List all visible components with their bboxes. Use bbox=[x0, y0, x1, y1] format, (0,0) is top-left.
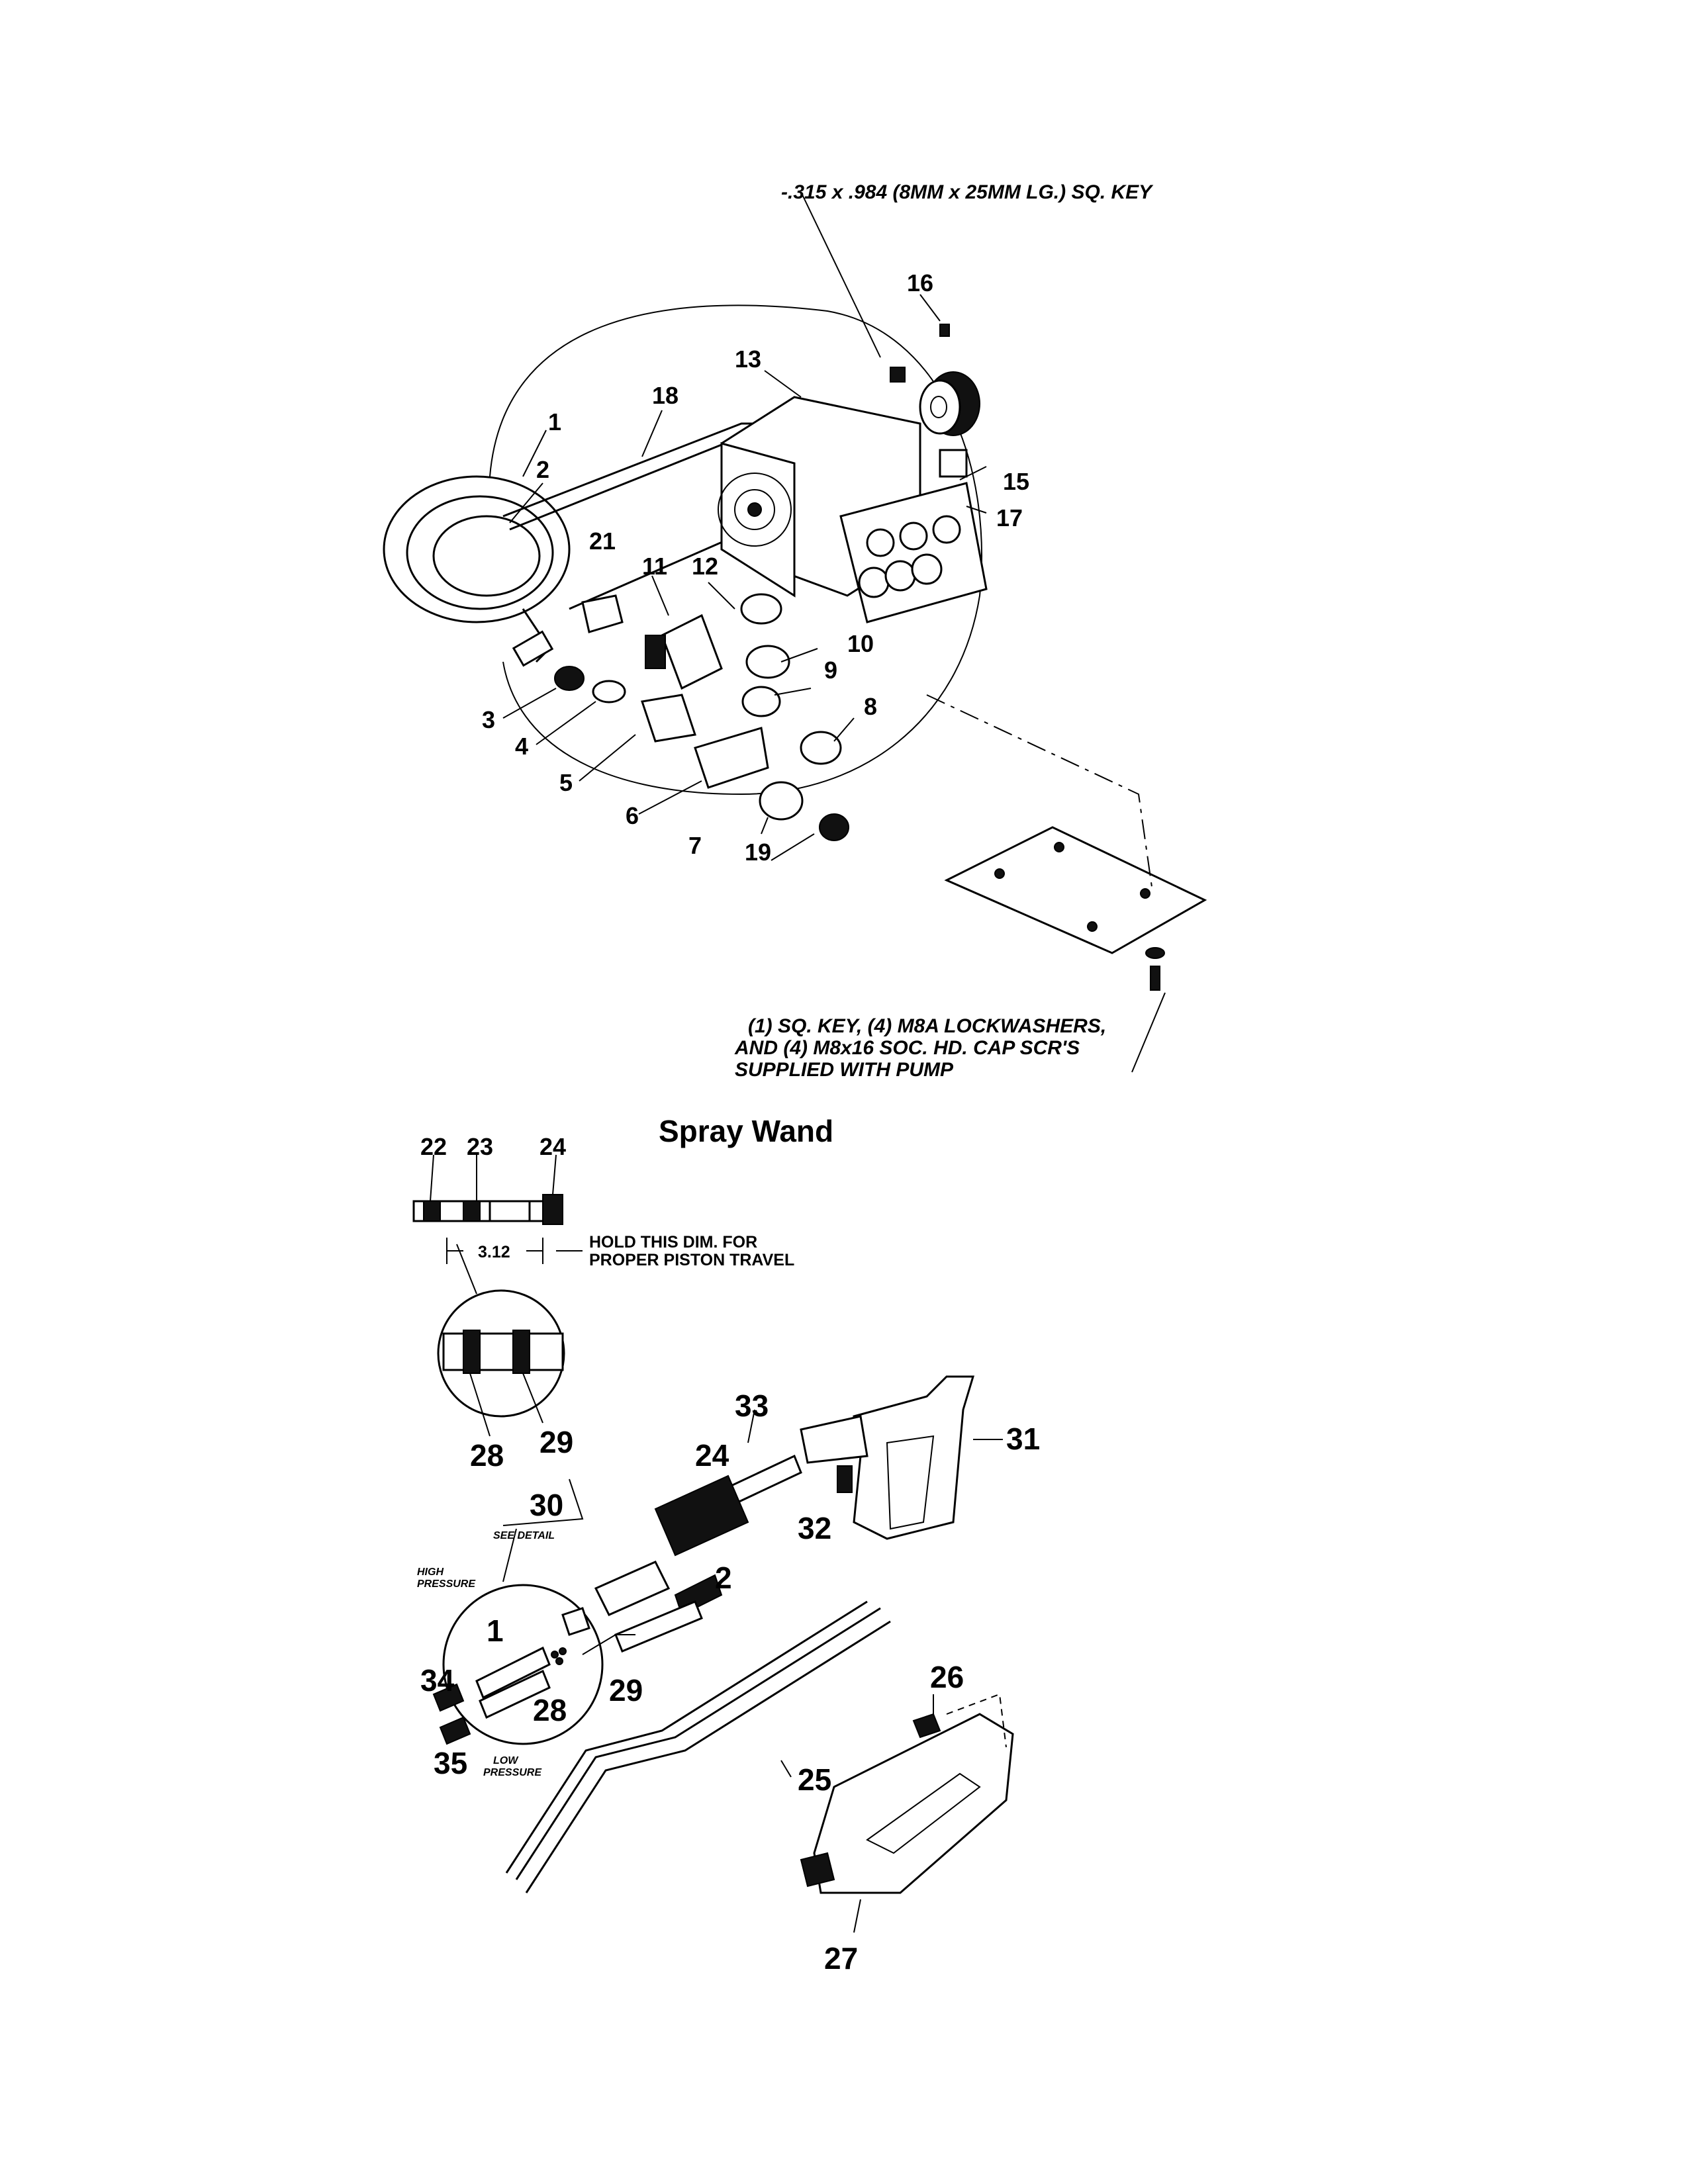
callout-28-detail: 28 bbox=[470, 1438, 504, 1473]
callout-29-detail: 29 bbox=[539, 1425, 573, 1459]
nozzle-detail: 30 SEE DETAIL HIGH PRESSURE LOW PRESSURE… bbox=[417, 1479, 643, 1780]
hose-coil bbox=[383, 475, 571, 667]
callout-1: 1 bbox=[548, 408, 561, 435]
pump-leaders bbox=[502, 191, 1166, 1073]
spray-wand-title: Spray Wand bbox=[659, 1114, 833, 1148]
square-key-note: -.315 x .984 (8MM x 25MM LG.) SQ. KEY bbox=[781, 181, 1154, 203]
dimension-note-line1: HOLD THIS DIM. FOR bbox=[589, 1233, 757, 1251]
square-key bbox=[890, 367, 906, 383]
callout-24: 24 bbox=[695, 1438, 729, 1473]
svg-text:AND (4) M8x16 SOC. HD. CAP SCR: AND (4) M8x16 SOC. HD. CAP SCR'S bbox=[734, 1037, 1080, 1059]
callout-7: 7 bbox=[688, 832, 702, 859]
set-screw bbox=[939, 324, 950, 337]
gun-handle: 31 32 bbox=[798, 1375, 1040, 1545]
callout-5: 5 bbox=[559, 769, 573, 796]
callout-33: 33 bbox=[735, 1388, 769, 1423]
callout-8: 8 bbox=[864, 693, 877, 720]
supplied-with-pump-note: (1) SQ. KEY, (4) M8A LOCKWASHERS, AND (4… bbox=[734, 1015, 1106, 1081]
callout-9: 9 bbox=[824, 657, 837, 684]
callout-17: 17 bbox=[996, 504, 1023, 531]
piston-detail-top: 22 23 24 3.12 HOLD THIS DIM. FOR PROPER … bbox=[412, 1133, 794, 1269]
callout-28: 28 bbox=[533, 1693, 567, 1727]
base-plate bbox=[926, 694, 1207, 991]
callout-21: 21 bbox=[589, 527, 616, 555]
callout-12: 12 bbox=[692, 553, 718, 580]
callout-27: 27 bbox=[824, 1941, 858, 1976]
dimension-note-line2: PROPER PISTON TRAVEL bbox=[589, 1251, 794, 1269]
callout-1-wand: 1 bbox=[487, 1614, 504, 1648]
svg-text:(1) SQ. KEY, (4) M8A LOCKWASHE: (1) SQ. KEY, (4) M8A LOCKWASHERS, bbox=[748, 1015, 1106, 1037]
callout-26: 26 bbox=[930, 1660, 964, 1694]
callout-15: 15 bbox=[1003, 468, 1029, 495]
callout-35: 35 bbox=[434, 1746, 467, 1780]
pump-body bbox=[718, 396, 988, 623]
low-pressure-line2: PRESSURE bbox=[483, 1767, 542, 1778]
callout-23: 23 bbox=[467, 1133, 493, 1160]
callout-22: 22 bbox=[420, 1133, 447, 1160]
callout-31: 31 bbox=[1006, 1422, 1040, 1456]
callout-34: 34 bbox=[420, 1663, 455, 1698]
callout-2-wand: 2 bbox=[715, 1561, 732, 1595]
dimension-value: 3.12 bbox=[478, 1243, 510, 1261]
high-pressure-line1: HIGH bbox=[417, 1567, 444, 1578]
pump-callouts: 1 2 3 4 5 6 7 8 9 10 11 12 13 15 16 17 1… bbox=[482, 269, 1029, 866]
callout-32: 32 bbox=[798, 1511, 831, 1545]
callout-19: 19 bbox=[745, 839, 771, 866]
seal-detail-circle: 28 29 bbox=[437, 1244, 573, 1473]
spray-wand-assembly: Spray Wand 22 23 24 3.12 HOLD THIS DIM. … bbox=[412, 1114, 1040, 1976]
callout-2: 2 bbox=[536, 456, 549, 483]
wand-tube: 25 bbox=[505, 1600, 891, 1893]
callout-10: 10 bbox=[847, 630, 874, 657]
see-detail-note: SEE DETAIL bbox=[493, 1530, 555, 1541]
high-pressure-line2: PRESSURE bbox=[417, 1578, 476, 1590]
pulley bbox=[919, 371, 980, 436]
callout-4: 4 bbox=[515, 733, 528, 760]
callout-6: 6 bbox=[626, 802, 639, 829]
callout-3: 3 bbox=[482, 706, 495, 733]
callout-25: 25 bbox=[798, 1762, 831, 1797]
svg-text:SUPPLIED WITH PUMP: SUPPLIED WITH PUMP bbox=[735, 1059, 954, 1081]
callout-24-top: 24 bbox=[539, 1133, 566, 1160]
callout-16: 16 bbox=[907, 269, 933, 296]
wand-handle: 26 27 bbox=[800, 1660, 1014, 1976]
callout-30: 30 bbox=[530, 1488, 563, 1522]
low-pressure-line1: LOW bbox=[493, 1755, 519, 1766]
callout-13: 13 bbox=[735, 345, 761, 373]
callout-11: 11 bbox=[642, 553, 667, 580]
pump-assembly: 1 2 3 4 5 6 7 8 9 10 11 12 13 15 16 17 1… bbox=[383, 181, 1207, 1081]
fittings bbox=[554, 593, 849, 841]
piston-rod: 33 24 2 bbox=[594, 1388, 802, 1653]
callout-29: 29 bbox=[609, 1673, 643, 1707]
callout-18: 18 bbox=[652, 382, 679, 409]
